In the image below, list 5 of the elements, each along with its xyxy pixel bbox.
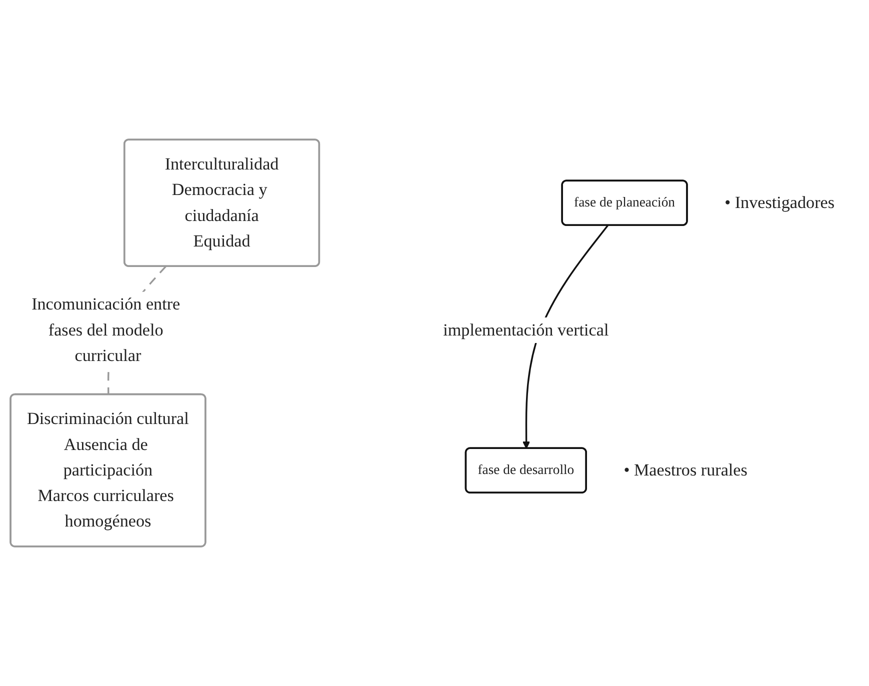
node-label: • Investigadores (724, 193, 835, 212)
arrow (522, 224, 608, 449)
node-label: • Maestros rurales (624, 460, 748, 480)
edge-label: Incomunicación entre fases del modelo curricular (32, 295, 180, 366)
edge-label: implementación vertical (443, 320, 609, 340)
